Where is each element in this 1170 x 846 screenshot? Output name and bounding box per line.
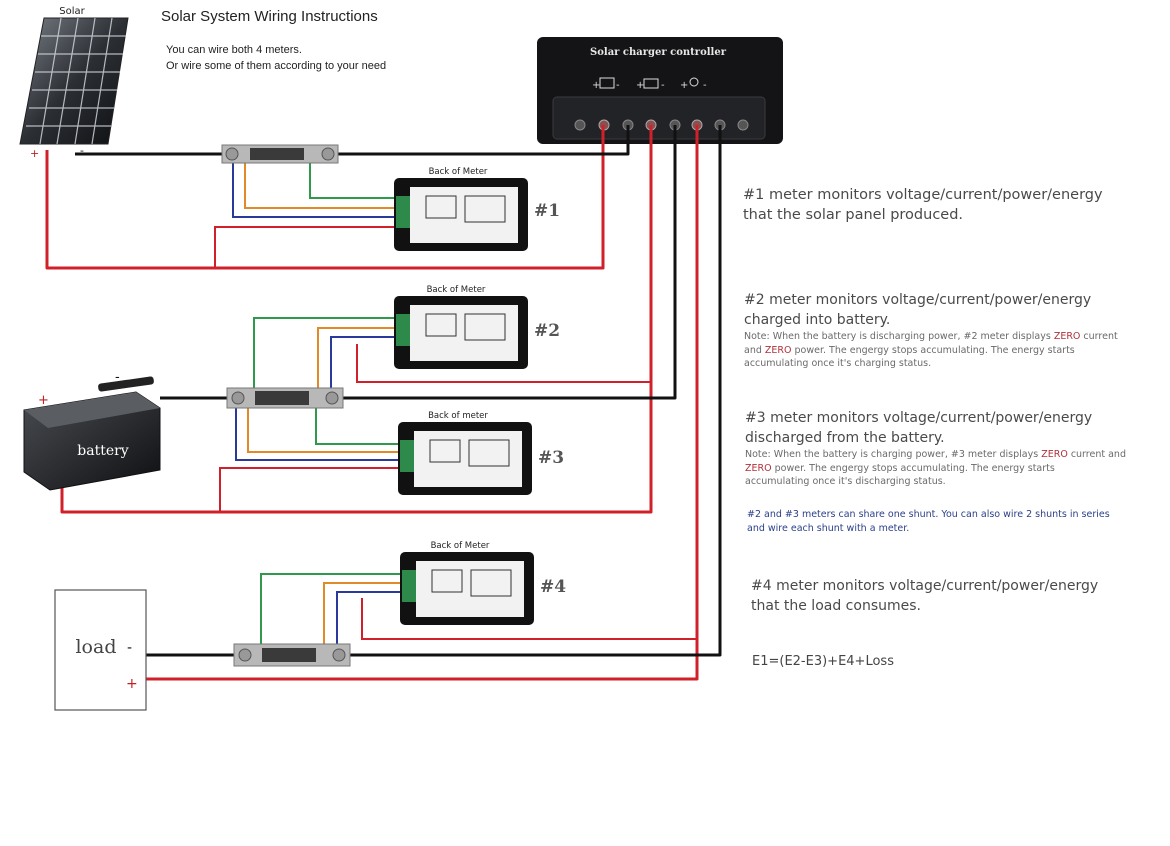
solar-label: Solar [59, 6, 85, 17]
battery-label: battery [77, 443, 129, 459]
meter4-number: #4 [540, 577, 566, 597]
meter-3 [398, 422, 532, 495]
intro-text: You can wire both 4 meters. Or wire some… [166, 42, 386, 74]
meter1-number: #1 [534, 201, 560, 221]
bulb-terminal-icon [689, 77, 699, 87]
note-meter-3: #3 meter monitors voltage/current/power/… [745, 410, 1126, 487]
svg-text:+: + [680, 80, 688, 91]
meter4-signal-wires [260, 573, 402, 655]
note-shared-shunt: #2 and #3 meters can share one shunt. Yo… [747, 509, 1110, 534]
meter-power-wires [214, 226, 697, 640]
shunt-1 [221, 144, 339, 164]
note-meter-1: #1 meter monitors voltage/current/power/… [743, 187, 1103, 223]
load-minus: - [127, 640, 132, 656]
meter4-back-label: Back of Meter [431, 541, 490, 551]
meter3-signal-wires [235, 398, 400, 461]
meter-2 [394, 296, 528, 369]
solar-minus: - [80, 144, 84, 157]
load-plus: + [126, 676, 138, 692]
controller-terminal-icons: + - + - + - [592, 77, 707, 91]
solar-plus: + [30, 147, 39, 160]
battery-plus: + [38, 393, 49, 408]
solar-terminal-icon [599, 77, 615, 89]
battery-terminal-icon [643, 78, 659, 89]
intro-line-1: You can wire both 4 meters. [166, 44, 302, 56]
svg-text:-: - [616, 80, 620, 91]
svg-text:+: + [636, 80, 644, 91]
controller-label: Solar charger controller [590, 47, 727, 58]
meter3-back-label: Back of meter [428, 411, 488, 421]
solar-panel [19, 17, 129, 145]
note-meter-2: #2 meter monitors voltage/current/power/… [744, 292, 1118, 369]
meter1-signal-wires [232, 154, 396, 218]
svg-text:-: - [661, 80, 665, 91]
meter-1 [394, 178, 528, 251]
load-box [54, 589, 147, 711]
load-label: load [75, 636, 116, 658]
svg-text:-: - [703, 80, 707, 91]
meter2-number: #2 [534, 321, 560, 341]
shunt-2-3 [226, 387, 344, 409]
energy-equation: E1=(E2-E3)+E4+Loss [752, 654, 894, 669]
meter-4 [400, 552, 534, 625]
meter2-signal-wires [253, 317, 396, 398]
shunt-4 [233, 643, 351, 667]
meter1-back-label: Back of Meter [429, 167, 488, 177]
meter3-number: #3 [538, 448, 564, 468]
intro-line-2: Or wire some of them according to your n… [166, 60, 387, 72]
meter2-back-label: Back of Meter [427, 285, 486, 295]
battery-minus: - [115, 370, 120, 385]
page-title: Solar System Wiring Instructions [161, 8, 378, 25]
svg-text:+: + [592, 80, 600, 91]
battery [23, 376, 161, 491]
note-meter-4: #4 meter monitors voltage/current/power/… [751, 578, 1099, 614]
